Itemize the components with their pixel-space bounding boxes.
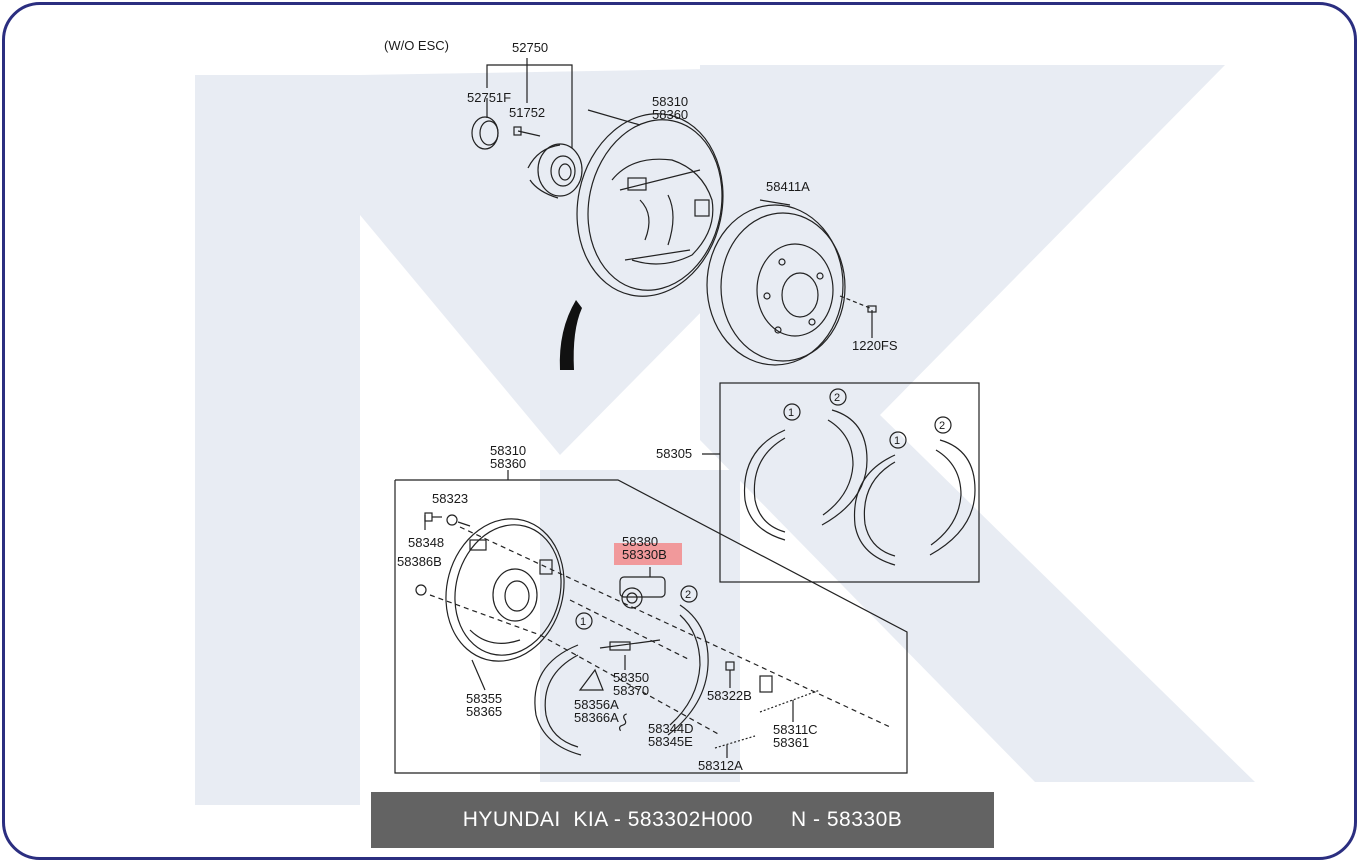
label-52750: 52750 <box>512 40 548 55</box>
label-58350: 58350 <box>613 670 649 685</box>
highlight-58330b <box>614 543 682 565</box>
callout-1-a: 1 <box>788 407 794 419</box>
label-52751f: 52751F <box>467 90 511 105</box>
label-58311c: 58311C <box>773 722 818 737</box>
label-58345e: 58345E <box>648 734 693 749</box>
part-number-banner: HYUNDAI KIA - 583302H000 N - 58330B <box>371 792 994 848</box>
callout-1-c: 1 <box>580 616 586 628</box>
label-58360-top: 58360 <box>652 107 688 122</box>
brand-part-number: HYUNDAI KIA - 583302H000 <box>462 808 754 831</box>
label-58330b: 58330B <box>622 547 667 562</box>
hub-assembly <box>471 58 583 199</box>
oem-part-code: N - 58330B <box>791 808 903 831</box>
callout-2-a: 2 <box>834 392 840 404</box>
label-58310-mid: 58310 <box>490 443 526 458</box>
label-wo-esc: (W/O ESC) <box>384 38 449 53</box>
label-58411a: 58411A <box>766 179 810 194</box>
label-58348: 58348 <box>408 535 444 550</box>
shoe-kit-box <box>702 382 980 583</box>
callout-2-b: 2 <box>939 420 945 432</box>
label-58355: 58355 <box>466 691 502 706</box>
part-labels: (W/O ESC) 52750 52751F 51752 58310 58360… <box>384 38 945 773</box>
label-58310-top: 58310 <box>652 94 688 109</box>
label-51752: 51752 <box>509 105 545 120</box>
label-58386b: 58386B <box>397 554 442 569</box>
label-58361: 58361 <box>773 735 809 750</box>
banner-spacer <box>753 808 791 832</box>
direction-arrow <box>559 300 582 370</box>
label-58365: 58365 <box>466 704 502 719</box>
label-58360-mid: 58360 <box>490 456 526 471</box>
label-58370: 58370 <box>613 683 649 698</box>
callout-2-c: 2 <box>685 589 691 601</box>
watermark-logo <box>195 65 1255 805</box>
label-58366a: 58366A <box>574 710 619 725</box>
label-1220fs: 1220FS <box>852 338 898 353</box>
backing-plate-top <box>576 109 724 297</box>
label-58344d: 58344D <box>648 721 694 736</box>
callout-1-b: 1 <box>894 435 900 447</box>
label-58380: 58380 <box>622 534 658 549</box>
label-58305: 58305 <box>656 446 692 461</box>
label-58356a: 58356A <box>574 697 619 712</box>
label-58322b: 58322B <box>707 688 752 703</box>
lower-exploded-view <box>394 470 908 774</box>
brake-drum <box>706 199 877 366</box>
label-58323: 58323 <box>432 491 468 506</box>
label-58312a: 58312A <box>698 758 743 773</box>
